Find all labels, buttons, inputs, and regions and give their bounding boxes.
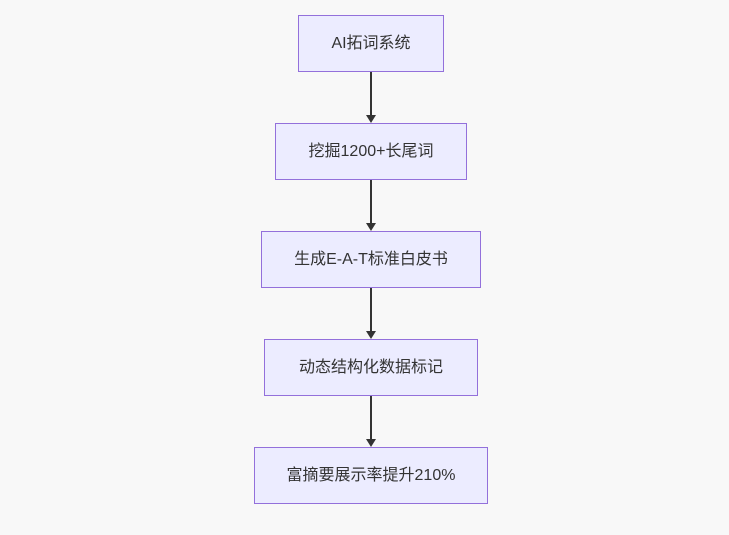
arrow-head-icon [366, 223, 376, 231]
flow-node-mine-longtail-keywords: 挖掘1200+长尾词 [275, 123, 467, 180]
flow-edge-1 [366, 72, 376, 123]
flow-node-generate-eat-whitepaper: 生成E-A-T标准白皮书 [261, 231, 481, 288]
node-label: 动态结构化数据标记 [298, 358, 443, 376]
arrow-line [370, 288, 372, 331]
arrow-head-icon [366, 439, 376, 447]
node-label: AI拓词系统 [331, 34, 411, 52]
node-label: 挖掘1200+长尾词 [308, 142, 434, 160]
flow-edge-4 [366, 396, 376, 447]
flow-node-rich-snippet-rate-increase: 富摘要展示率提升210% [254, 447, 488, 504]
flow-node-dynamic-structured-data-markup: 动态结构化数据标记 [264, 339, 478, 396]
flow-edge-2 [366, 180, 376, 231]
arrow-head-icon [366, 115, 376, 123]
arrow-line [370, 72, 372, 115]
node-label: 富摘要展示率提升210% [286, 466, 456, 484]
flow-edge-3 [366, 288, 376, 339]
arrow-line [370, 180, 372, 223]
arrow-head-icon [366, 331, 376, 339]
flowchart: AI拓词系统 挖掘1200+长尾词 生成E-A-T标准白皮书 动态结构化数据标记 [254, 15, 488, 504]
arrow-line [370, 396, 372, 439]
flow-node-ai-word-expansion-system: AI拓词系统 [298, 15, 444, 72]
node-label: 生成E-A-T标准白皮书 [294, 250, 448, 268]
